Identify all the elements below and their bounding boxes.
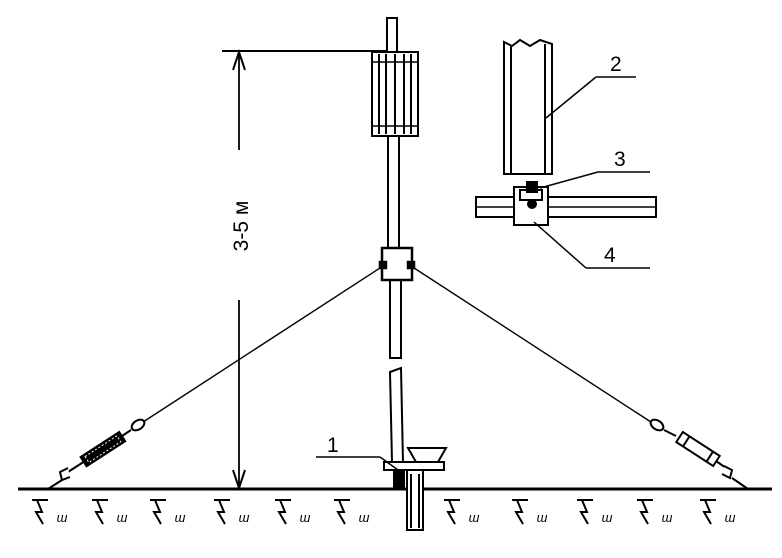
callout-2: 2 (545, 53, 636, 119)
guy-wires (139, 265, 655, 425)
ground-hatch-glyph: ш (725, 510, 736, 525)
right-turnbuckle (649, 418, 749, 490)
ground-grass-mark (637, 499, 653, 525)
ground-hatch-glyph: ш (239, 510, 250, 525)
callout-label-2: 2 (610, 53, 622, 76)
left-turnbuckle (47, 418, 146, 490)
ground-grass-mark (700, 499, 716, 525)
ground-hatch-glyph: ш (662, 510, 673, 525)
callout-label-3: 3 (614, 148, 626, 171)
ground-hatch-glyph: ш (602, 510, 613, 525)
ground-grass-mark (32, 499, 48, 525)
ground-hatch-glyph: ш (537, 510, 548, 525)
guy-junction (378, 246, 416, 282)
ground-hatch-glyph: ш (300, 510, 311, 525)
detail-clamp (475, 181, 657, 226)
ground-grass-mark (577, 499, 593, 525)
ground-grass-mark (512, 499, 528, 525)
callout-4: 4 (533, 221, 650, 269)
ribbed-head (371, 51, 419, 137)
ground-grass-mark (150, 499, 166, 525)
callout-label-1: 1 (327, 434, 339, 457)
ground-grass-mark (444, 499, 460, 525)
ground-grass-mark (334, 499, 350, 525)
mast-lower (383, 366, 448, 531)
ground-grass-mark (92, 499, 108, 525)
callout-label-4: 4 (604, 244, 616, 267)
height-label: 3-5 м (230, 201, 253, 252)
ground-hatch-glyph: ш (359, 510, 370, 525)
ground-grass-mark (275, 499, 291, 525)
ground-hatch-glyph: ш (117, 510, 128, 525)
height-dimension (222, 48, 392, 492)
ground-grass-mark (214, 499, 230, 525)
callout-1: 1 (316, 434, 399, 471)
ground-hatch-glyph: ш (175, 510, 186, 525)
ground-hatch-glyph: ш (469, 510, 480, 525)
callout-3: 3 (539, 148, 650, 189)
detail-tube (503, 38, 553, 175)
ground-hatch-glyph: ш (57, 510, 68, 525)
